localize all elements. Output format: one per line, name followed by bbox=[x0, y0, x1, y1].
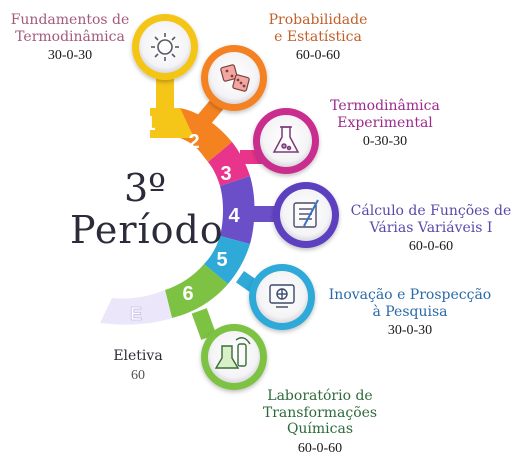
flask-icon bbox=[272, 126, 300, 153]
course-label-1: Fundamentos de Termodinâmica 30-0-30 bbox=[0, 12, 140, 65]
connector-6 bbox=[191, 308, 217, 340]
segment-number-1: 1 bbox=[144, 113, 155, 135]
period-title: 3º Período bbox=[70, 166, 224, 252]
period-word: Período bbox=[70, 208, 224, 252]
course-name: Várias Variáveis I bbox=[369, 219, 493, 236]
course-label-2: Probabilidade e Estatística 60-0-60 bbox=[258, 12, 378, 65]
course-name: Cálculo de Funções de bbox=[350, 203, 512, 219]
course-name: Laboratório de bbox=[267, 388, 373, 404]
course-name: Fundamentos de bbox=[10, 12, 130, 28]
course-label-4: Cálculo de Funções de Várias Variáveis I… bbox=[344, 203, 518, 256]
course-name: Termodinâmica bbox=[330, 98, 440, 114]
period-number: 3º bbox=[123, 166, 167, 210]
course-circle-6 bbox=[201, 324, 267, 390]
elective-hours: 60 bbox=[131, 367, 145, 383]
course-label-5: Inovação e Prospecção à Pesquisa 30-0-30 bbox=[322, 287, 498, 340]
course-circle-3 bbox=[253, 108, 319, 174]
notebook-icon bbox=[293, 199, 319, 228]
segment-number-6: 6 bbox=[182, 283, 193, 305]
course-name: Experimental bbox=[337, 114, 433, 131]
course-name: Termodinâmica bbox=[15, 28, 125, 45]
segment-number-e: E bbox=[130, 304, 142, 324]
course-hours: 30-0-30 bbox=[47, 48, 93, 64]
arc-segment-e bbox=[100, 290, 172, 325]
sun-icon bbox=[151, 33, 179, 61]
course-label-3: Termodinâmica Experimental 0-30-30 bbox=[320, 98, 450, 151]
course-circle-1 bbox=[132, 14, 198, 80]
arc-segment-6 bbox=[165, 264, 228, 318]
course-hours: 60-0-60 bbox=[297, 440, 343, 456]
arc-segment-2 bbox=[150, 108, 232, 162]
course-hours: 60-0-60 bbox=[408, 239, 454, 255]
elective-name: Eletiva bbox=[113, 348, 163, 364]
course-name: Transformações bbox=[262, 404, 378, 421]
connector-2 bbox=[192, 98, 224, 132]
segment-number-3: 3 bbox=[220, 163, 231, 185]
segment-number-2: 2 bbox=[188, 131, 199, 153]
connector-4 bbox=[252, 206, 276, 222]
innovation-icon bbox=[269, 284, 295, 308]
arc-segment-3 bbox=[208, 142, 250, 186]
elective-label: Eletiva 60 bbox=[98, 348, 178, 384]
segment-number-5: 5 bbox=[216, 249, 227, 271]
segment-number-4: 4 bbox=[228, 205, 240, 227]
dice-icon bbox=[220, 64, 250, 92]
course-hours: 0-30-30 bbox=[362, 134, 408, 150]
arc-segment-1 bbox=[150, 108, 194, 138]
arc-segments bbox=[100, 108, 255, 325]
course-name: e Estatística bbox=[274, 28, 362, 45]
course-name: Probabilidade bbox=[268, 12, 368, 28]
course-name: Inovação e Prospecção bbox=[328, 287, 492, 303]
course-name: à Pesquisa bbox=[372, 303, 448, 320]
connector-1 bbox=[156, 78, 174, 110]
course-hours: 30-0-30 bbox=[387, 323, 433, 339]
course-name: Químicas bbox=[286, 421, 354, 438]
arc-segment-5 bbox=[204, 236, 250, 284]
lab-glassware-icon bbox=[214, 337, 251, 369]
course-label-6: Laboratório de Transformações Químicas 6… bbox=[250, 388, 390, 457]
arc-segment-4 bbox=[220, 176, 255, 244]
course-hours: 60-0-60 bbox=[295, 48, 341, 64]
course-circle-4 bbox=[273, 182, 339, 248]
